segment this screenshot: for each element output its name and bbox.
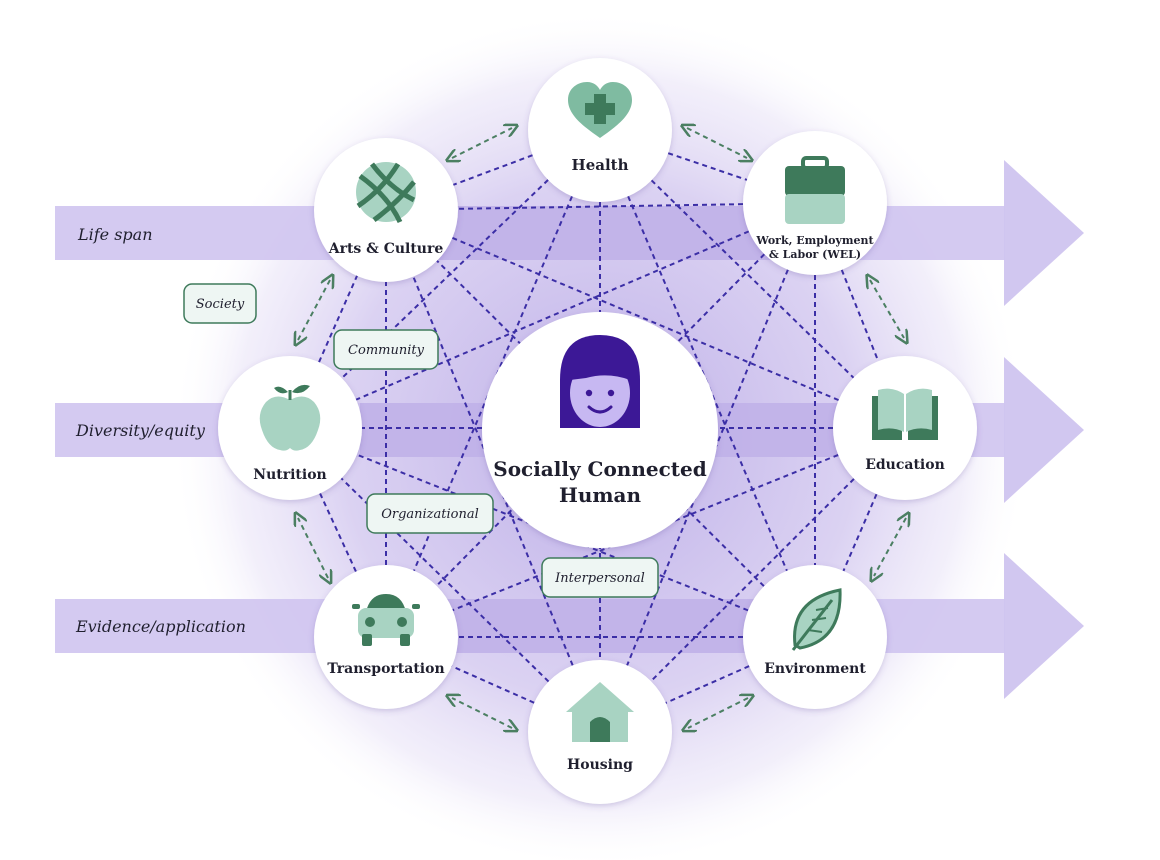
node-arts: Arts & Culture (314, 138, 458, 282)
arrow-label-diversity-equity: Diversity/equity (75, 421, 206, 440)
arrow-label-evidence-application: Evidence/application (75, 617, 246, 636)
heart-plus-icon (568, 82, 632, 138)
level-label-organizational: Organizational (381, 507, 479, 522)
neighbor-arrow-health-work (687, 128, 747, 158)
person-face-icon (560, 335, 640, 428)
node-environment: Environment (743, 565, 887, 709)
link-environment-arts (385, 209, 816, 638)
node-housing: Housing (528, 660, 672, 804)
neighbor-arrows (298, 128, 906, 728)
briefcase-icon (785, 156, 845, 224)
neighbor-arrow-nutrition-arts (298, 280, 330, 340)
leaf-icon (791, 588, 842, 651)
level-community: Community (333, 329, 439, 370)
node-label-education: Education (865, 457, 945, 473)
node-health: Health (528, 58, 672, 202)
node-transportation: Transportation (314, 565, 458, 709)
level-label-community: Community (348, 343, 425, 358)
node-label-nutrition: Nutrition (253, 467, 326, 483)
node-label-arts: Arts & Culture (328, 241, 444, 257)
neighbor-arrow-education-environment (874, 518, 906, 576)
car-icon (352, 594, 420, 646)
link-housing-nutrition (289, 427, 601, 733)
node-label-work-line1: Work, Employment (755, 234, 874, 247)
neighbor-arrow-environment-housing (688, 698, 748, 728)
node-label-health: Health (572, 156, 629, 174)
level-label-interpersonal: Interpersonal (554, 571, 645, 586)
level-label-society: Society (196, 297, 245, 312)
arrow-label-life-span: Life span (77, 225, 153, 244)
node-label-transportation: Transportation (327, 661, 444, 677)
level-organizational: Organizational (366, 493, 494, 534)
node-work: Work, Employment & Labor (WEL) (743, 131, 887, 275)
apple-icon (259, 384, 321, 451)
center-label-line2: Human (559, 483, 642, 507)
ball-icon (356, 162, 416, 224)
open-book-icon (872, 388, 938, 440)
node-nutrition: Nutrition (218, 356, 362, 500)
level-society: Society (183, 283, 257, 324)
link-education-arts (385, 209, 906, 429)
node-label-housing: Housing (567, 757, 633, 773)
link-health-transportation (385, 129, 601, 638)
neighbor-arrow-transportation-nutrition (298, 518, 328, 578)
node-label-work-line2: & Labor (WEL) (769, 248, 861, 261)
neighbor-arrow-work-education (870, 280, 904, 338)
link-work-transportation (385, 202, 816, 638)
level-interpersonal: Interpersonal (541, 557, 659, 598)
house-icon (566, 682, 634, 742)
node-education: Education (833, 356, 977, 500)
neighbor-arrow-housing-transportation (452, 698, 512, 728)
neighbor-arrow-arts-health (452, 128, 512, 158)
link-health-environment (599, 129, 816, 638)
node-label-environment: Environment (764, 661, 866, 677)
center-node: Socially Connected Human (482, 312, 718, 548)
center-label-line1: Socially Connected (493, 457, 707, 481)
